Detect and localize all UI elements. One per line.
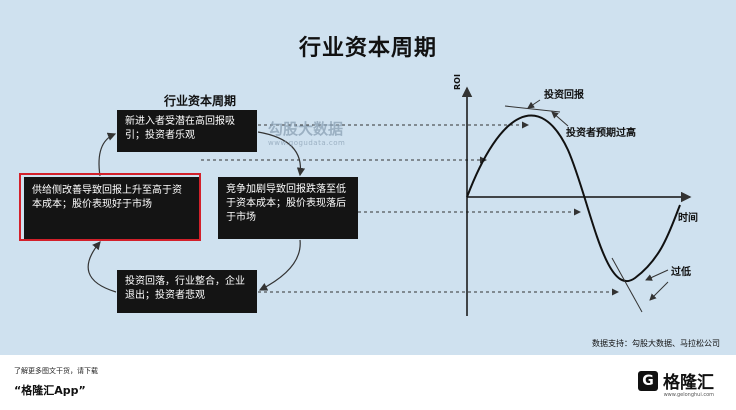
logo-name: 格隆汇 <box>663 373 714 393</box>
logo-url: www.gelonghui.com <box>663 392 714 398</box>
diagram-canvas <box>87 86 692 316</box>
peak-label: 投资回报 <box>544 90 584 101</box>
roi-curve <box>466 114 681 282</box>
peak-pointer <box>527 99 541 109</box>
cycle-arrow-top-right <box>257 131 306 177</box>
trough-label: 过低 <box>671 267 691 278</box>
expectation-pointer <box>551 111 569 127</box>
cycle-arrow-left-top <box>98 132 117 177</box>
peak-tangent <box>504 105 561 113</box>
cycle-box-left: 供给侧改善导致回报上升至高于资本成本；股价表现好于市场 <box>24 177 199 239</box>
trough-tangent <box>611 257 643 313</box>
watermark-url: www.gogudata.com <box>268 139 346 147</box>
cycle-arrow-right-bottom <box>258 239 301 291</box>
cycle-box-right: 竞争加剧导致回报跌落至低于资本成本；股价表现落后于市场 <box>218 177 358 239</box>
x-axis-label: 时间 <box>678 213 698 224</box>
page-title: 行业资本周期 <box>298 36 437 61</box>
footer-note: 了解更多图文干货，请下载 <box>14 367 98 375</box>
cycle-box-top: 新进入者受潜在高回报吸引；投资者乐观 <box>117 110 257 152</box>
highlight-frame <box>19 173 201 241</box>
watermark-text: 勾股大数据 <box>268 120 344 138</box>
trough-pointer-2 <box>649 281 669 301</box>
brand-logo: G 格隆汇 <box>638 368 714 393</box>
watermark: 勾股大数据 www.gogudata.com <box>268 118 345 147</box>
y-axis-label: ROI <box>453 74 462 90</box>
expectation-label: 投资者预期过高 <box>566 128 636 139</box>
cycle-box-bottom: 投资回落，行业整合，企业退出；投资者悲观 <box>117 270 257 313</box>
cycle-arrow-bottom-left <box>87 241 117 293</box>
source-note: 数据支持：勾股大数据、马拉松公司 <box>592 339 720 348</box>
trough-pointer-1 <box>645 269 669 281</box>
logo-g-icon: G <box>638 370 658 391</box>
footer-app-name: “格隆汇App” <box>14 384 86 397</box>
cycle-title: 行业资本周期 <box>163 94 236 108</box>
